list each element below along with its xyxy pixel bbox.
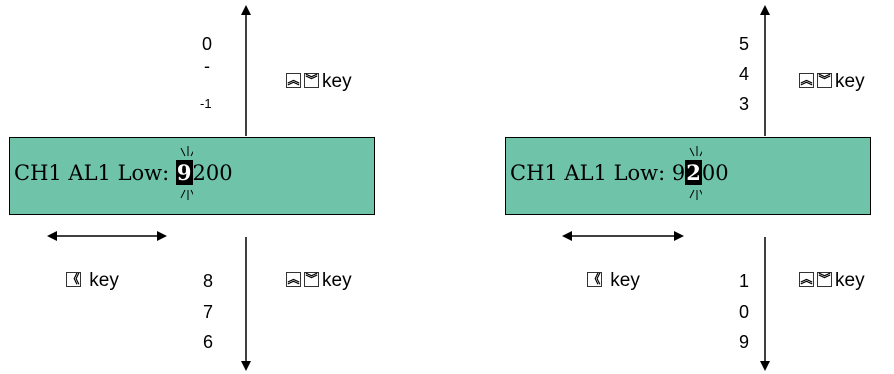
bottom-value-3: 6: [203, 332, 214, 352]
bottom-value-1: 8: [203, 271, 214, 291]
left-arrows: [47, 5, 251, 371]
double-left-key-icon: 《: [587, 272, 602, 287]
double-up-key-icon: ︽: [799, 73, 814, 88]
key-text: key: [610, 270, 640, 291]
lcd-suffix: 00: [701, 161, 729, 185]
top-value-1: 0: [202, 34, 213, 54]
double-down-key-icon: ︾: [817, 272, 832, 287]
top-value-1: 5: [739, 34, 750, 54]
shift-key-label: 《 key: [587, 270, 640, 292]
blink-bottom-icon: [689, 189, 702, 200]
double-up-key-icon: ︽: [286, 272, 301, 287]
up-down-key-label-top: ︽︾key: [799, 71, 865, 93]
shift-key-label: 《 key: [66, 270, 119, 292]
right-arrows: [562, 5, 770, 371]
up-down-key-label-bottom: ︽︾key: [799, 270, 865, 292]
double-down-key-icon: ︾: [304, 73, 319, 88]
cursor-digit: 2: [685, 146, 702, 200]
top-value-3: 3: [739, 94, 750, 114]
bottom-value-1: 1: [739, 271, 750, 291]
key-text: key: [835, 270, 865, 291]
double-left-key-icon: 《: [66, 272, 81, 287]
key-text: key: [835, 71, 865, 92]
up-down-key-label-top: ︽︾key: [286, 71, 352, 93]
lcd-prefix: CH1 AL1 Low:: [14, 161, 176, 185]
up-down-key-label-bottom: ︽︾key: [286, 270, 352, 292]
double-up-key-icon: ︽: [799, 272, 814, 287]
key-text: key: [89, 270, 119, 291]
bottom-value-2: 0: [739, 302, 750, 322]
double-down-key-icon: ︾: [817, 73, 832, 88]
bottom-value-3: 9: [739, 332, 750, 352]
cursor-digit: 9: [175, 146, 193, 200]
top-value-2: 4: [739, 64, 750, 84]
double-up-key-icon: ︽: [286, 73, 301, 88]
blink-top-icon: [180, 146, 193, 157]
blink-bottom-icon: [180, 189, 193, 200]
highlighted-digit: 2: [685, 160, 702, 185]
lcd-prefix: CH1 AL1 Low: 9: [510, 161, 686, 185]
top-value-3: -1: [200, 96, 212, 111]
lcd-suffix: 200: [192, 161, 233, 185]
top-value-2: -: [204, 56, 210, 76]
double-down-key-icon: ︾: [304, 272, 319, 287]
bottom-value-2: 7: [203, 302, 214, 322]
blink-top-icon: [689, 146, 702, 157]
key-text: key: [322, 270, 352, 291]
key-text: key: [322, 71, 352, 92]
highlighted-digit: 9: [175, 160, 193, 185]
